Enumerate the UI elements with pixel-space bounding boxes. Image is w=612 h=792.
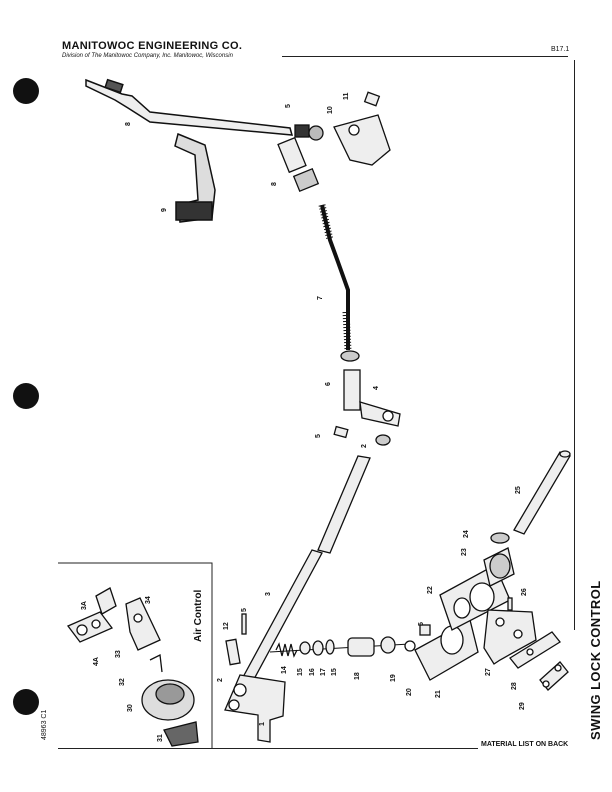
callout-25: 25 (515, 486, 522, 494)
binder-hole-bottom (13, 689, 39, 715)
callout-18: 18 (354, 672, 361, 680)
base-bracket (224, 613, 286, 743)
callout-30: 30 (127, 704, 134, 712)
lower-clevis (333, 369, 401, 446)
callout-29: 29 (519, 702, 526, 710)
callout-22: 22 (427, 586, 434, 594)
air-control-assembly (66, 587, 199, 747)
lock-pin-block (483, 532, 515, 587)
mounting-plates (483, 597, 569, 691)
callout-4a: 4A (93, 657, 100, 666)
page-code: B17.1 (551, 46, 570, 53)
binder-hole-top (13, 78, 39, 104)
lock-pin (513, 450, 571, 535)
callout-21: 21 (435, 690, 442, 698)
right-rule (574, 60, 575, 630)
callout-24: 24 (463, 530, 470, 538)
callout-3: 3 (265, 592, 272, 596)
company-name: MANITOWOC ENGINEERING CO. (62, 40, 243, 52)
callout-4: 4 (373, 386, 380, 390)
air-linkage (269, 636, 416, 658)
material-list-note: MATERIAL LIST ON BACK (481, 741, 569, 748)
callout-3a: 3A (81, 601, 88, 610)
upper-clevis (277, 124, 324, 193)
main-shaft (235, 455, 371, 695)
callout-23: 23 (461, 548, 468, 556)
callout-16: 16 (309, 668, 316, 676)
callout-10: 10 (327, 106, 334, 114)
callout-9: 9 (161, 208, 168, 212)
callout-1: 1 (259, 722, 266, 726)
callout-31: 31 (157, 734, 164, 742)
callout-7: 7 (317, 296, 324, 300)
callout-2: 2 (361, 444, 368, 448)
callout-15: 15 (297, 668, 304, 676)
callout-32: 32 (119, 678, 126, 686)
callout-11: 11 (343, 92, 350, 100)
binder-hole-middle (13, 383, 39, 409)
callout-15b: 15 (331, 668, 338, 676)
callout-5c: 5 (241, 608, 248, 612)
callout-12: 12 (223, 622, 230, 630)
lever-bracket (174, 132, 216, 223)
callout-8b: 8 (271, 182, 278, 186)
callout-27: 27 (485, 668, 492, 676)
pivot-bracket (333, 91, 391, 166)
control-lever (85, 78, 294, 136)
callout-6: 6 (325, 382, 332, 386)
callout-34: 34 (145, 596, 152, 604)
inset-border (58, 562, 213, 748)
callout-33: 33 (115, 650, 122, 658)
callout-2b: 2 (217, 678, 224, 682)
callout-19: 19 (390, 674, 397, 682)
callout-17: 17 (320, 668, 327, 676)
callout-20: 20 (406, 688, 413, 696)
header-rule (282, 56, 568, 57)
company-division: Division of The Manitowoc Company, Inc. … (62, 53, 233, 59)
callout-5b: 5 (315, 434, 322, 438)
callout-28: 28 (511, 682, 518, 690)
control-rod (318, 204, 360, 362)
footer-rule (58, 748, 478, 749)
callout-8: 8 (125, 122, 132, 126)
callout-5: 5 (285, 104, 292, 108)
callout-5d: 5 (418, 622, 425, 626)
callout-26: 26 (521, 588, 528, 596)
callout-14: 14 (281, 666, 288, 674)
